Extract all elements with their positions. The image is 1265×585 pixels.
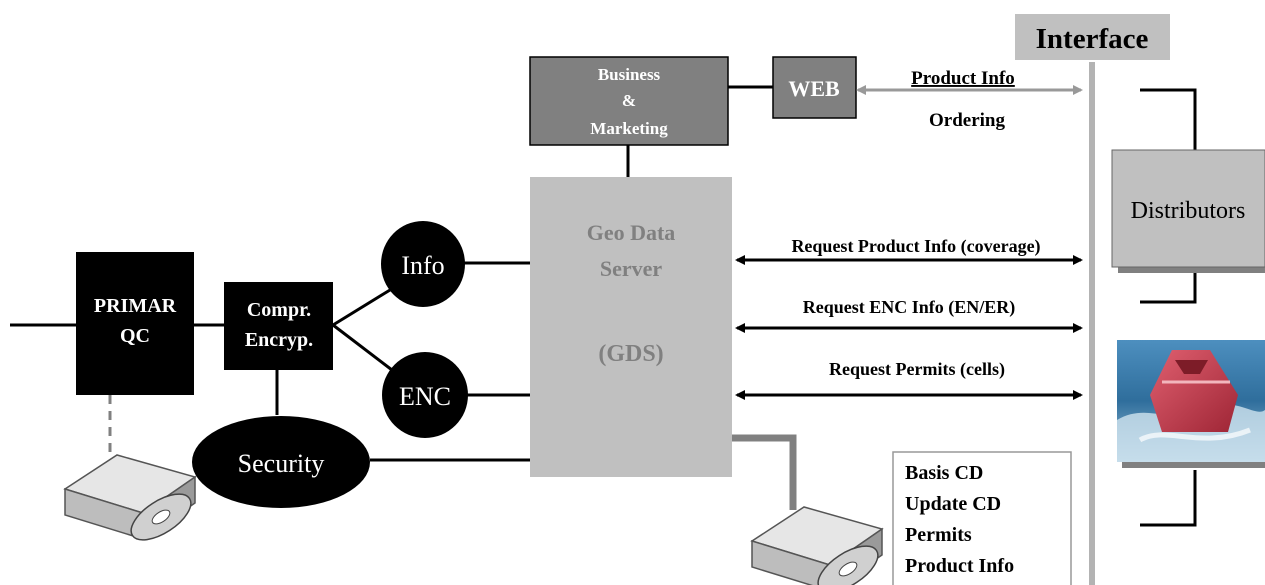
security-node [192,416,370,508]
compr-info-line [332,288,391,327]
ship-bracket-lower [1140,470,1197,527]
business-marketing-box [529,56,729,146]
info-node-label: Info [401,251,444,280]
distributors-box [1111,149,1265,268]
business-label-line1: Business [598,65,661,84]
distributor-bracket-bottom [1140,268,1197,304]
cd-drive-icon-left [63,454,197,541]
business-label-line2: & [622,91,636,110]
cd-item-update: Update CD [905,493,1001,515]
enc-node [382,352,468,438]
compr-encryp-box [224,282,333,370]
gds-box [530,177,732,477]
enc-node-label: ENC [399,382,451,411]
cd-item-permits: Permits [905,524,972,546]
compr-label-line1: Compr. [247,299,311,321]
connector-lines [10,85,1197,527]
primar-label-line1: PRIMAR [94,295,177,317]
request-label-1: Request Product Info (coverage) [791,236,1040,257]
primar-label-line2: QC [120,325,150,347]
cd-item-basis: Basis CD [905,462,983,484]
primar-qc-box [76,252,194,395]
interface-label-bg [1015,14,1170,60]
compr-enc-line [332,323,393,372]
cd-drive-icon-right [750,506,884,585]
cd-contents-box [892,451,1072,585]
compr-label-line2: Encryp. [245,329,313,351]
ship-image [1117,340,1265,468]
gds-label-line1: Geo Data [587,220,676,245]
request-arrows [735,255,1083,400]
web-label: WEB [788,76,840,101]
gds-cd-line [732,434,797,510]
request-label-2: Request ENC Info (EN/ER) [803,297,1016,318]
web-link-label-line2: Ordering [929,110,1005,131]
cd-item-product-info: Product Info [905,555,1014,577]
distributors-label: Distributors [1131,198,1246,224]
distributor-bracket-top [1140,88,1197,150]
gds-label-line3: (GDS) [598,341,663,367]
info-node [381,221,465,307]
gds-label-line2: Server [600,256,663,281]
business-label-line3: Marketing [590,119,668,138]
web-link-label-line1: Product Info [911,68,1015,89]
security-node-label: Security [238,449,325,478]
interface-label: Interface [1036,23,1149,55]
web-box [772,56,857,119]
request-label-3: Request Permits (cells) [829,359,1005,380]
